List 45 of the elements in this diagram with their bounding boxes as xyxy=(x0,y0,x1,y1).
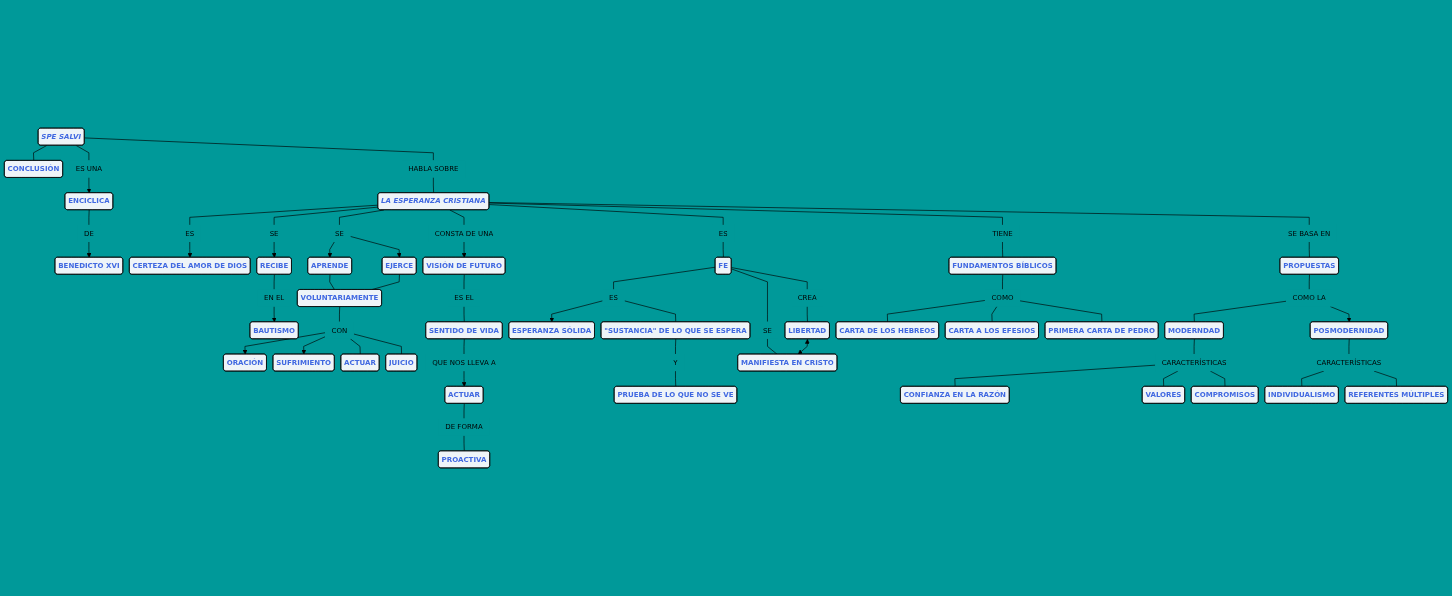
connector xyxy=(675,338,677,355)
connector xyxy=(767,338,778,355)
connector xyxy=(1308,241,1310,258)
connector xyxy=(675,370,677,387)
connector xyxy=(1193,338,1195,355)
connector xyxy=(1308,274,1310,290)
connector xyxy=(1193,300,1287,323)
connector xyxy=(1348,338,1350,355)
connector xyxy=(991,306,998,323)
connector xyxy=(722,241,724,258)
connector xyxy=(954,364,1156,387)
connector xyxy=(1301,370,1325,387)
connector xyxy=(1373,370,1397,387)
connector xyxy=(1002,274,1004,290)
connector xyxy=(488,202,1310,226)
connector xyxy=(488,204,724,226)
connector xyxy=(88,209,90,226)
connector xyxy=(329,274,335,291)
connector xyxy=(1163,370,1179,387)
connector xyxy=(1210,370,1226,387)
connector xyxy=(339,306,341,323)
connector xyxy=(75,145,90,161)
connector xyxy=(433,177,434,194)
connector xyxy=(449,209,465,226)
connector xyxy=(84,137,434,161)
connector xyxy=(353,333,402,355)
connector xyxy=(731,267,808,290)
connector xyxy=(1002,241,1004,258)
connector xyxy=(887,300,986,323)
connector xyxy=(273,274,275,290)
connector xyxy=(273,206,379,226)
connector xyxy=(189,204,379,226)
connector xyxy=(1019,300,1103,323)
connector xyxy=(488,202,1003,226)
connector xyxy=(463,274,465,290)
connector xyxy=(463,435,465,452)
connector xyxy=(33,145,48,161)
connector xyxy=(463,338,465,355)
connector xyxy=(463,403,465,419)
connector xyxy=(806,306,808,323)
connector xyxy=(463,306,465,323)
connector xyxy=(350,338,361,355)
connector xyxy=(613,266,716,290)
connector xyxy=(731,268,768,323)
connector xyxy=(624,300,677,323)
